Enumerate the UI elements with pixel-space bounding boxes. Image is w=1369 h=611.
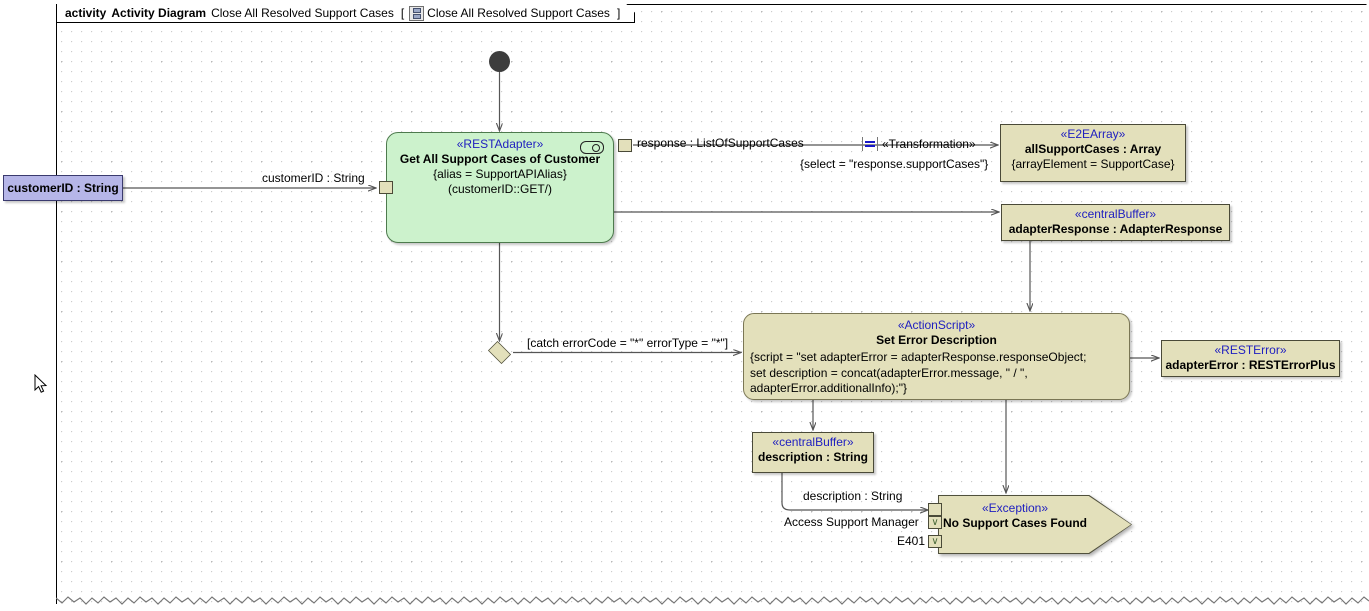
stereotype-transformation: «Transformation» bbox=[882, 137, 976, 151]
frame-type-label: Activity Diagram bbox=[111, 6, 207, 20]
input-pin-access-support-manager[interactable]: ∨ bbox=[928, 516, 942, 529]
decision-node[interactable] bbox=[486, 341, 513, 364]
object-node-allsupportcases[interactable]: «E2EArray» allSupportCases : Array {arra… bbox=[1000, 124, 1186, 182]
action-get-all-support-cases[interactable]: «RESTAdapter» Get All Support Cases of C… bbox=[386, 132, 614, 243]
mouse-cursor bbox=[34, 373, 48, 399]
exception-fill bbox=[939, 496, 1131, 553]
torn-paper-edge bbox=[56, 596, 1369, 611]
frame-keyword: activity bbox=[65, 6, 107, 20]
param-label: customerID : String bbox=[7, 180, 119, 195]
frame-diagram-name: Close All Resolved Support Cases bbox=[211, 6, 394, 20]
chevron-down-icon: ∨ bbox=[931, 517, 939, 528]
stereotype-centralbuffer: «centralBuffer» bbox=[1074, 207, 1157, 221]
pin-label-access-support-manager: Access Support Manager bbox=[784, 515, 919, 529]
object-name: allSupportCases : Array bbox=[1024, 142, 1162, 156]
exception-name: No Support Cases Found bbox=[943, 516, 1087, 530]
stereotype-exception: «Exception» bbox=[981, 501, 1049, 515]
action-alias: {alias = SupportAPIAlias} bbox=[433, 167, 567, 181]
exception-text: «Exception» No Support Cases Found bbox=[938, 501, 1092, 531]
input-pin-customerid[interactable] bbox=[379, 181, 393, 194]
activity-parameter-customerid[interactable]: customerID : String bbox=[3, 175, 123, 201]
diagram-frame-header: activity Activity Diagram Close All Reso… bbox=[57, 4, 635, 23]
pin-label-e401: E401 bbox=[897, 534, 926, 548]
frame-bracket-open: [ bbox=[400, 6, 405, 20]
edge-label-description: description : String bbox=[803, 489, 903, 503]
socket-icon bbox=[580, 141, 604, 154]
diagram-frame bbox=[56, 4, 1367, 604]
edge-label-customerid: customerID : String bbox=[262, 171, 365, 185]
edge-label-catch-guard: [catch errorCode = "*" errorType = "*"] bbox=[527, 336, 729, 350]
stereotype-centralbuffer: «centralBuffer» bbox=[772, 435, 854, 449]
input-pin-e401[interactable]: ∨ bbox=[928, 535, 942, 548]
frame-bracket-close: ] bbox=[616, 6, 621, 20]
object-arrayelement: {arrayElement = SupportCase} bbox=[1011, 157, 1175, 171]
diagram-icon bbox=[409, 6, 424, 21]
object-name: adapterResponse : AdapterResponse bbox=[1008, 222, 1223, 236]
stereotype-e2earray: «E2EArray» bbox=[1060, 127, 1126, 141]
decision-diamond bbox=[488, 341, 511, 364]
stereotype-resterror: «RESTError» bbox=[1214, 343, 1287, 357]
edge-label-transformation-select: {select = "response.supportCases"} bbox=[800, 157, 989, 171]
edge-label-response: response : ListOfSupportCases bbox=[637, 136, 804, 150]
output-pin-response[interactable] bbox=[618, 139, 632, 152]
object-name: adapterError : RESTErrorPlus bbox=[1165, 358, 1336, 372]
initial-node[interactable] bbox=[489, 51, 510, 72]
frame-inner-name: Close All Resolved Support Cases bbox=[427, 6, 610, 20]
exception-node-no-support-cases-found[interactable]: «Exception» No Support Cases Found bbox=[938, 495, 1132, 554]
input-pin-description[interactable] bbox=[928, 503, 942, 516]
action-operation: (customerID::GET/) bbox=[447, 182, 552, 196]
object-node-adaptererror[interactable]: «RESTError» adapterError : RESTErrorPlus bbox=[1161, 340, 1340, 377]
equals-icon bbox=[862, 137, 878, 151]
stereotype-actionscript: «ActionScript» bbox=[897, 318, 976, 332]
action-name: Get All Support Cases of Customer bbox=[399, 152, 601, 166]
object-node-adapterresponse[interactable]: «centralBuffer» adapterResponse : Adapte… bbox=[1001, 204, 1230, 241]
stereotype-restadapter: «RESTAdapter» bbox=[456, 137, 544, 151]
object-node-description[interactable]: «centralBuffer» description : String bbox=[752, 432, 874, 473]
chevron-down-icon: ∨ bbox=[931, 536, 939, 547]
action-set-error-description[interactable]: «ActionScript» Set Error Description {sc… bbox=[743, 313, 1130, 400]
object-name: description : String bbox=[757, 450, 868, 464]
action-script-body: {script = "set adapterError = adapterRes… bbox=[750, 350, 1087, 395]
action-name: Set Error Description bbox=[876, 333, 997, 347]
transformation-marker: «Transformation» bbox=[862, 137, 976, 151]
